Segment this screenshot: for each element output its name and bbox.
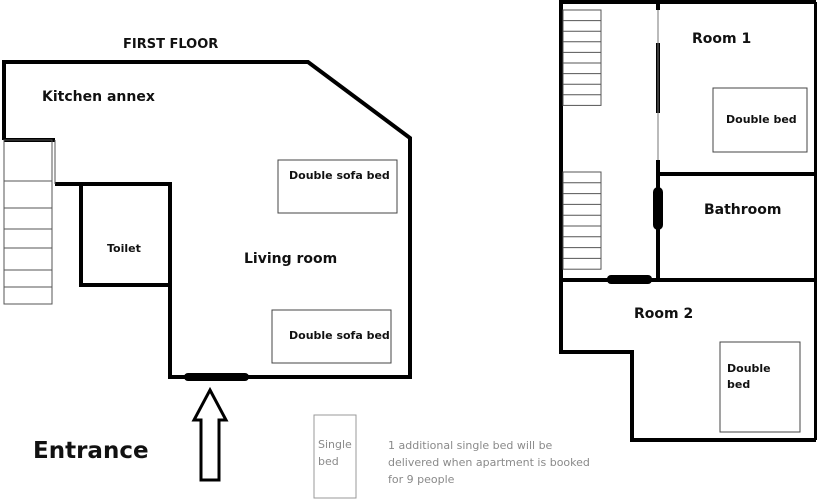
living-room-label: Living room bbox=[244, 251, 338, 267]
note-line2: delivered when apartment is booked bbox=[388, 456, 590, 469]
entrance-label: Entrance bbox=[33, 438, 149, 464]
single-bed-label: Single bed bbox=[318, 436, 352, 470]
room2-bed-label: Double bed bbox=[727, 361, 771, 393]
room2-bed-line2: bed bbox=[727, 378, 751, 391]
single-bed-line2: bed bbox=[318, 455, 339, 468]
room1-label: Room 1 bbox=[692, 31, 752, 47]
single-bed-shape bbox=[313, 414, 357, 499]
room2-bed-shape bbox=[719, 341, 801, 433]
room2-label: Room 2 bbox=[634, 306, 694, 322]
room2-bed-line1: Double bbox=[727, 362, 771, 375]
note-line1: 1 additional single bed will be bbox=[388, 439, 553, 452]
stair-outline bbox=[562, 171, 602, 270]
kitchen-label: Kitchen annex bbox=[42, 89, 155, 105]
sofa-bed-2-label: Double sofa bed bbox=[289, 329, 390, 342]
entrance-door bbox=[184, 373, 249, 381]
entrance-arrow-icon bbox=[191, 386, 229, 482]
note-line3: for 9 people bbox=[388, 473, 455, 486]
toilet-label: Toilet bbox=[107, 242, 141, 255]
room1-bed-shape bbox=[712, 87, 808, 153]
extra-bed-note: 1 additional single bed will be delivere… bbox=[388, 437, 590, 488]
sofa-bed-1-label: Double sofa bed bbox=[289, 169, 390, 182]
first-floor-title: FIRST FLOOR bbox=[123, 37, 219, 52]
room2-door bbox=[607, 275, 652, 284]
room1-bed-label: Double bed bbox=[726, 113, 797, 126]
upper-floor-stairs bbox=[562, 9, 602, 270]
stair-outline bbox=[3, 139, 53, 305]
first-floor-stairs bbox=[3, 139, 53, 305]
sofa-bed-1-shape bbox=[277, 159, 398, 214]
bathroom-label: Bathroom bbox=[704, 202, 782, 218]
stair-outline bbox=[562, 9, 602, 106]
sofa-bed-2-shape bbox=[271, 309, 392, 364]
upper-floor-walls bbox=[559, 0, 817, 442]
bathroom-door bbox=[653, 187, 663, 230]
single-bed-line1: Single bbox=[318, 438, 352, 451]
